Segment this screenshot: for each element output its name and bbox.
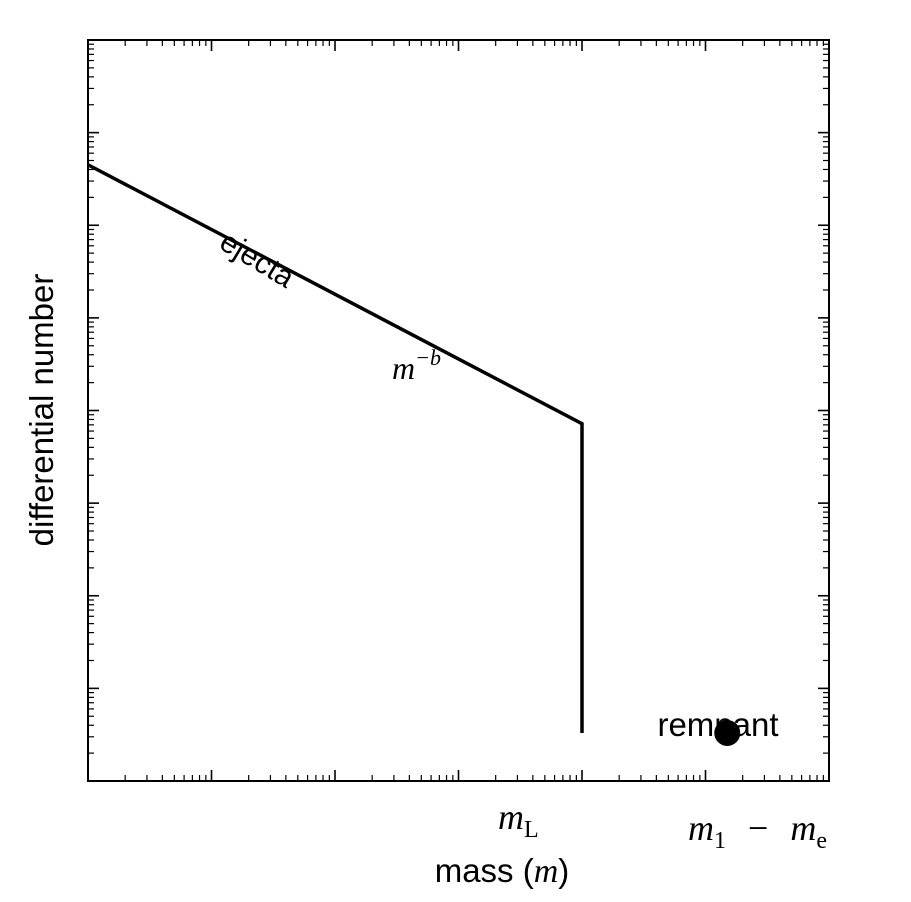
plot-frame: [87, 39, 830, 782]
slope-label-base: m: [392, 350, 415, 386]
x-tick-label-mL: mL: [498, 797, 539, 843]
series-line-ejecta: [87, 163, 584, 733]
x-tick-label-minus: −: [748, 808, 768, 848]
x-axis-label-text: mass (: [435, 852, 534, 889]
x-tick-label-m1-sub: 1: [714, 828, 726, 854]
x-tick-label-m1-base: m: [688, 808, 714, 848]
x-axis-label-close: ): [558, 852, 569, 889]
x-tick-label-mL-base: m: [498, 797, 524, 837]
slope-label: m−b: [392, 345, 441, 386]
x-tick-label-me-base: m: [790, 808, 816, 848]
remnant-marker: [714, 719, 741, 746]
x-axis-label: mass (m): [435, 852, 570, 890]
y-axis-label: differential number: [23, 274, 60, 547]
axis-ticks: [87, 39, 830, 782]
x-tick-label-remnant-mass: m1−me: [688, 808, 827, 854]
ejecta-label: ejecta: [214, 225, 300, 295]
x-tick-label-me-sub: e: [816, 828, 827, 854]
slope-label-exponent: −b: [415, 345, 441, 370]
x-tick-label-mL-sub: L: [524, 817, 539, 843]
remnant-label: remnant: [657, 706, 778, 743]
x-axis-label-variable: m: [534, 853, 559, 890]
